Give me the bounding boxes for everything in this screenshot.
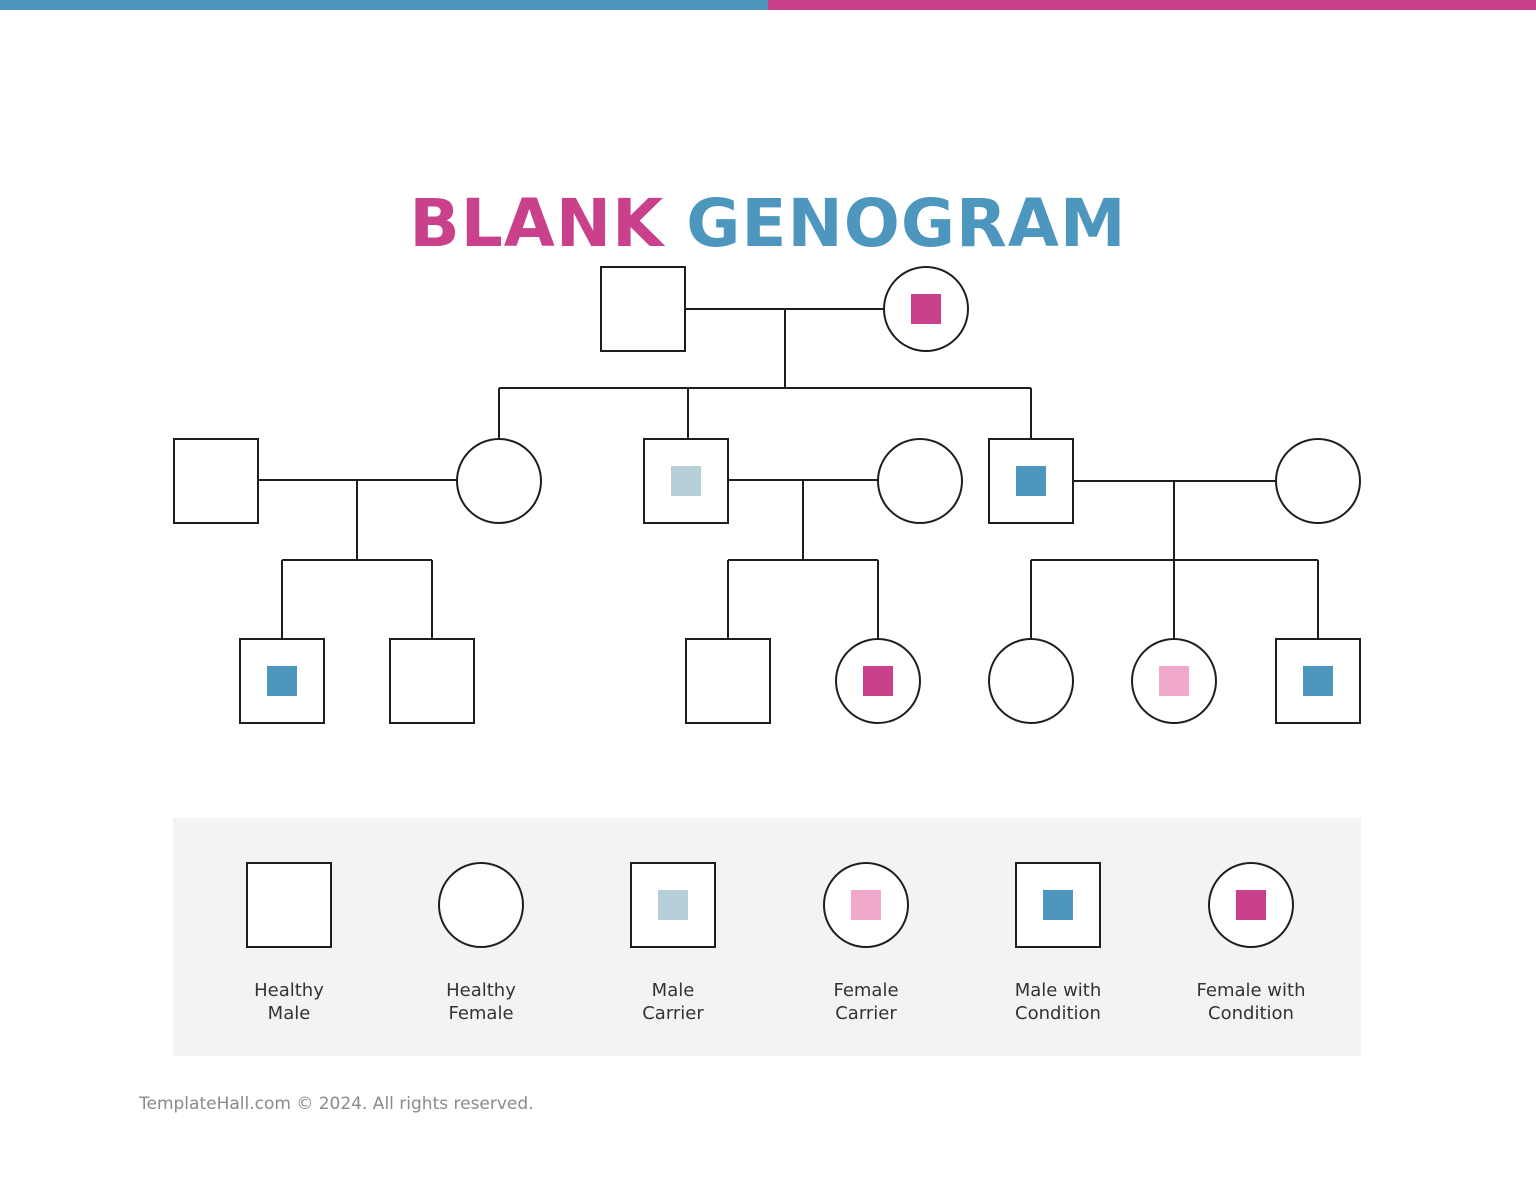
- legend-female-carrier-marker: [851, 890, 881, 920]
- legend-female-condition-marker: [1236, 890, 1266, 920]
- legend-label-female-condition: Female with Condition: [1196, 980, 1306, 1024]
- gen3-family1-male-condition-square: [239, 638, 325, 724]
- legend-male-carrier-marker: [658, 890, 688, 920]
- gen3-family1-male-condition-marker: [267, 666, 297, 696]
- top-accent-bar-blue: [0, 0, 768, 10]
- gen2-family2-healthy-female-circle: [877, 438, 963, 524]
- gen2-family3-healthy-female-circle: [1275, 438, 1361, 524]
- legend-healthy-male-square: [246, 862, 332, 948]
- gen3-family2-female-condition-marker: [863, 666, 893, 696]
- legend-healthy-female-circle: [438, 862, 524, 948]
- gen3-family2-healthy-male-square: [685, 638, 771, 724]
- gen1-healthy-male-square: [600, 266, 686, 352]
- gen3-family3-healthy-female-circle: [988, 638, 1074, 724]
- legend-label-male-condition: Male with Condition: [1014, 980, 1102, 1024]
- top-accent-bar-magenta: [768, 0, 1536, 10]
- legend-label-healthy-male: Healthy Male: [254, 980, 324, 1024]
- footer-copyright: TemplateHall.com © 2024. All rights rese…: [139, 1094, 534, 1114]
- gen3-family1-healthy-male-square: [389, 638, 475, 724]
- title-part-1: BLANK: [409, 185, 665, 262]
- legend-label-female-carrier: Female Carrier: [833, 980, 899, 1024]
- legend-panel: [173, 818, 1361, 1056]
- gen3-family3-male-condition-marker: [1303, 666, 1333, 696]
- gen2-family3-male-condition-marker: [1016, 466, 1046, 496]
- legend-label-male-carrier: Male Carrier: [642, 980, 704, 1024]
- legend-label-healthy-female: Healthy Female: [446, 980, 516, 1024]
- page-title: BLANK GENOGRAM: [0, 182, 1536, 266]
- gen2-family2-male-carrier-marker: [671, 466, 701, 496]
- gen3-family3-female-carrier-marker: [1159, 666, 1189, 696]
- gen2-family1-healthy-female-circle: [456, 438, 542, 524]
- gen1-female-condition-marker: [911, 294, 941, 324]
- gen2-family1-healthy-male-square: [173, 438, 259, 524]
- legend-male-condition-marker: [1043, 890, 1073, 920]
- title-part-2: GENOGRAM: [686, 185, 1127, 262]
